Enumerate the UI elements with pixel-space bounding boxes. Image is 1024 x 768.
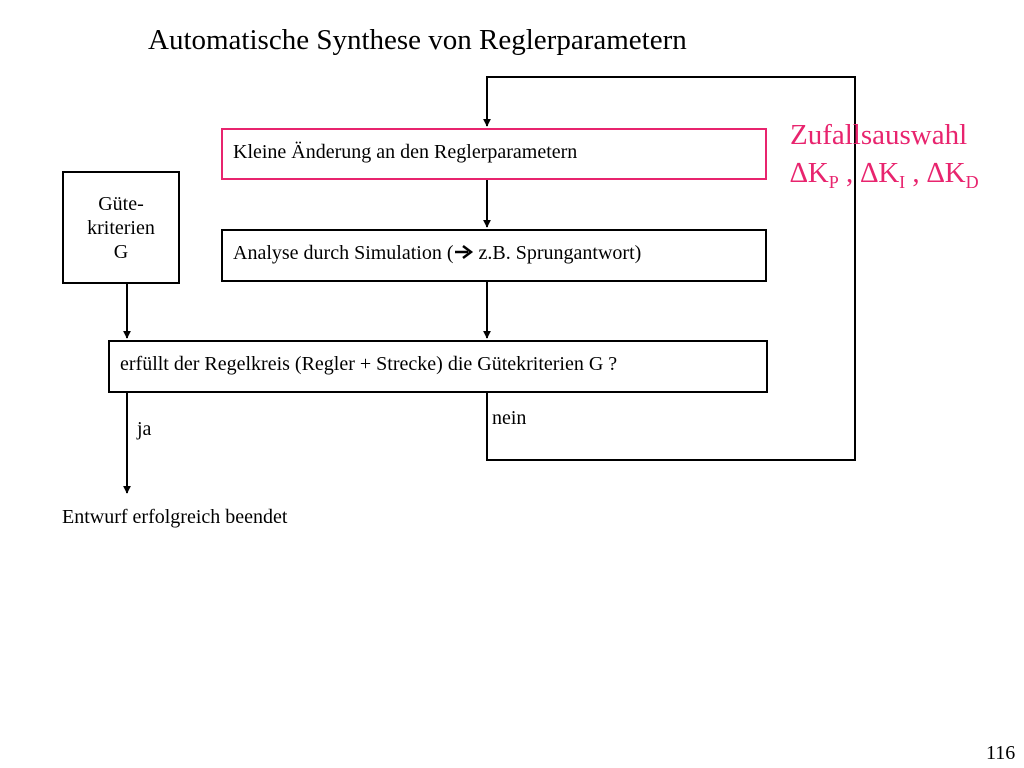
yes-label: ja [137, 418, 152, 440]
step-analyse-label-start: Analyse durch Simulation ( [233, 242, 454, 264]
k-symbol: K [807, 157, 829, 189]
no-label: nein [492, 407, 527, 429]
criteria-line-2: kriterien [87, 216, 155, 239]
k-symbol: K [944, 157, 966, 189]
quality-criteria-box: Güte- kriterien G [62, 171, 180, 284]
delta-symbol: ∆ [860, 157, 879, 189]
slide-title: Automatische Synthese von Reglerparamete… [148, 24, 687, 56]
delta-symbol: ∆ [790, 157, 808, 189]
subscript-d: D [965, 172, 979, 192]
subscript-p: P [828, 172, 839, 192]
random-heading: Zufallsauswahl [790, 119, 968, 151]
separator: , [838, 157, 861, 189]
feedback-loop-line [483, 76, 856, 461]
random-selection-note: Zufallsauswahl ∆KP , ∆KI , ∆KD [790, 116, 979, 201]
step-check-criteria: erfüllt der Regelkreis (Regler + Strecke… [108, 340, 768, 393]
random-deltas: ∆KP , ∆KI , ∆KD [790, 154, 979, 201]
subscript-i: I [899, 172, 906, 192]
step-change-label: Kleine Änderung an den Reglerparametern [233, 141, 578, 163]
criteria-line-3: G [113, 240, 129, 263]
page-number: 116 [986, 742, 1016, 764]
step-check-label: erfüllt der Regelkreis (Regler + Strecke… [120, 353, 618, 375]
separator: , [905, 157, 927, 189]
step-analyse-simulation: Analyse durch Simulation ( z.B. Sprungan… [221, 229, 767, 282]
step-change-parameters: Kleine Änderung an den Reglerparametern [221, 128, 767, 180]
criteria-line-1: Güte- [98, 192, 144, 215]
design-complete-label: Entwurf erfolgreich beendet [62, 506, 288, 528]
right-arrow-icon [454, 243, 474, 266]
k-symbol: K [878, 157, 900, 189]
delta-symbol: ∆ [926, 157, 945, 189]
step-analyse-label-end: z.B. Sprungantwort) [473, 242, 642, 264]
